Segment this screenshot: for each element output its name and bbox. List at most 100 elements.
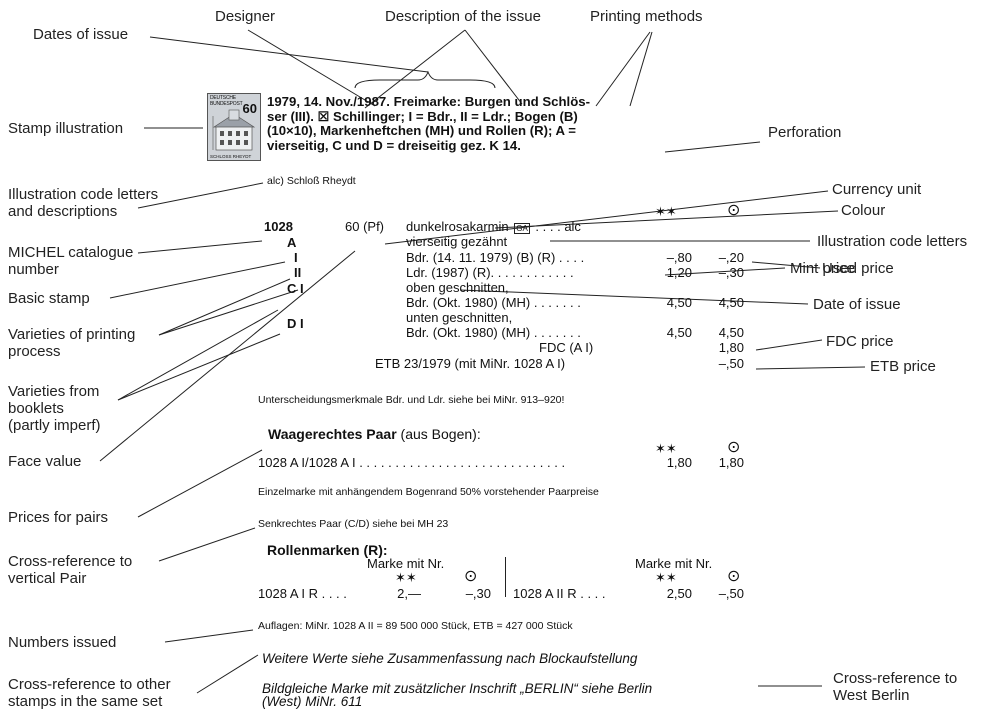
callout-colour: Colour xyxy=(841,202,885,219)
mint-symbol: ✶✶ xyxy=(655,571,677,585)
ga-badge: GA xyxy=(514,223,530,234)
coil-subhead-left: Marke mit Nr. xyxy=(367,557,444,571)
vertical-note: Senkrechtes Paar (C/D) siehe bei MH 23 xyxy=(258,518,448,530)
coil-subhead-right: Marke mit Nr. xyxy=(635,557,712,571)
callout-etb-price: ETB price xyxy=(870,358,936,375)
mint-symbol: ✶✶ xyxy=(655,205,677,219)
leader-fdc-price xyxy=(756,340,822,350)
fdc-label: FDC (A I) xyxy=(539,341,593,355)
leader-printing-2 xyxy=(630,32,652,106)
leader-varieties-booklets-1 xyxy=(118,310,278,400)
variety-ii: II xyxy=(294,266,301,280)
mint-price: 1,20 xyxy=(648,266,692,280)
coil-heading: Rollenmarken (R): xyxy=(267,543,388,557)
callout-face-value: Face value xyxy=(8,453,81,470)
date-brace xyxy=(355,72,495,88)
used-price: 4,50 xyxy=(700,296,744,310)
used-symbol: ⊙ xyxy=(727,570,740,584)
leader-etb-price xyxy=(756,367,865,369)
leader-varieties-booklets-2 xyxy=(118,334,280,400)
further-values: Weitere Werte siehe Zusammenfassung nach… xyxy=(262,652,637,666)
pair-note: Einzelmarke mit anhängendem Bogenrand 50… xyxy=(258,486,599,498)
used-price: –,30 xyxy=(700,266,744,280)
callout-designer: Designer xyxy=(215,8,275,25)
callout-prices-pairs: Prices for pairs xyxy=(8,509,108,526)
callout-cross-ref-west-berlin: Cross-reference to West Berlin xyxy=(833,670,957,704)
mint-price: –,80 xyxy=(648,251,692,265)
mint-symbol: ✶✶ xyxy=(655,442,677,456)
variety-ci: C I xyxy=(287,282,304,296)
castle-drawing xyxy=(210,108,258,152)
stamp-footer: SCHLOSS RHEYDT xyxy=(210,154,251,159)
callout-used-price: Used price xyxy=(822,260,894,277)
michel-number: 1028 xyxy=(264,220,293,234)
callout-date-of-issue: Date of issue xyxy=(813,296,901,313)
face-value: 60 (Pf) xyxy=(345,220,384,234)
callout-varieties-booklets: Varieties from booklets (partly imperf) xyxy=(8,383,101,434)
leader-varieties-printing-2 xyxy=(159,290,298,335)
leader-numbers-issued xyxy=(165,630,253,642)
callout-cross-ref-set: Cross-reference to other stamps in the s… xyxy=(8,676,171,710)
leader-prices-pairs xyxy=(138,450,262,517)
print-run: Auflagen: MiNr. 1028 A II = 89 500 000 S… xyxy=(258,620,573,632)
callout-stamp-illustration: Stamp illustration xyxy=(8,120,123,137)
mint-symbol: ✶✶ xyxy=(395,571,417,585)
distinction-note: Unterscheidungsmerkmale Bdr. und Ldr. si… xyxy=(258,394,564,406)
leader-dates-of-issue xyxy=(150,37,428,72)
price-row: Bdr. (Okt. 1980) (MH) . . . . . . . xyxy=(406,296,581,310)
callout-cross-ref-vertical: Cross-reference to vertical Pair xyxy=(8,553,132,587)
mint-price: 4,50 xyxy=(648,296,692,310)
coil-left-used: –,30 xyxy=(451,587,491,601)
pair-mint: 1,80 xyxy=(648,456,692,470)
used-symbol: ⊙ xyxy=(727,204,740,218)
entry-heading: 1979, 14. Nov./1987. Freimarke: Burgen u… xyxy=(267,95,590,153)
variety-i: I xyxy=(294,251,298,265)
price-row: Bdr. (14. 11. 1979) (B) (R) . . . . xyxy=(406,251,584,265)
leader-perforation xyxy=(665,142,760,152)
price-row: unten geschnitten, xyxy=(406,311,512,325)
used-symbol: ⊙ xyxy=(727,441,740,455)
etb-value: –,50 xyxy=(700,357,744,371)
illustration-desc: alc) Schloß Rheydt xyxy=(267,175,356,187)
callout-varieties-printing: Varieties of printing process xyxy=(8,326,135,360)
callout-illustration-letters: Illustration code letters xyxy=(817,233,967,250)
coil-right-mint: 2,50 xyxy=(648,587,692,601)
callout-currency-unit: Currency unit xyxy=(832,181,921,198)
mint-price: 4,50 xyxy=(648,326,692,340)
leader-printing-1 xyxy=(596,32,650,106)
coil-right-used: –,50 xyxy=(700,587,744,601)
stamp-illustration: DEUTSCHE BUNDESPOST 60 SCHLOSS RHEYDT xyxy=(207,93,261,161)
leader-cross-ref-set xyxy=(197,655,258,693)
leader-description-2 xyxy=(465,30,522,104)
perf-line: vierseitig gezähnt xyxy=(406,235,507,249)
etb-label: ETB 23/1979 (mit MiNr. 1028 A I) xyxy=(375,357,565,371)
coil-right-label: 1028 A II R . . . . xyxy=(513,587,606,601)
pair-heading: Waagerechtes Paar (aus Bogen): xyxy=(268,427,481,441)
callout-printing-methods: Printing methods xyxy=(590,8,703,25)
callout-perforation: Perforation xyxy=(768,124,841,141)
pair-used: 1,80 xyxy=(700,456,744,470)
callout-fdc-price: FDC price xyxy=(826,333,894,350)
coil-left-label: 1028 A I R . . . . xyxy=(258,587,347,601)
berlin-ref: Bildgleiche Marke mit zusätzlicher Insch… xyxy=(262,682,652,708)
callout-illustration-desc: Illustration code letters and descriptio… xyxy=(8,186,158,220)
used-symbol: ⊙ xyxy=(464,570,477,584)
coil-left-mint: 2,— xyxy=(381,587,421,601)
callout-basic-stamp: Basic stamp xyxy=(8,290,90,307)
price-row: oben geschnitten, xyxy=(406,281,509,295)
price-row: Ldr. (1987) (R). . . . . . . . . . . . xyxy=(406,266,574,280)
used-price: –,20 xyxy=(700,251,744,265)
variety-di: D I xyxy=(287,317,304,331)
leader-varieties-printing-1 xyxy=(159,279,290,335)
callout-michel-number: MICHEL catalogue number xyxy=(8,244,133,278)
leader-cross-ref-vertical xyxy=(159,528,255,561)
pair-row: 1028 A I/1028 A I . . . . . . . . . . . … xyxy=(258,456,565,470)
variety-a: A xyxy=(287,236,296,250)
fdc-value: 1,80 xyxy=(700,341,744,355)
coil-divider xyxy=(505,557,506,597)
price-row: Bdr. (Okt. 1980) (MH) . . . . . . . xyxy=(406,326,581,340)
callout-numbers-issued: Numbers issued xyxy=(8,634,116,651)
used-price: 4,50 xyxy=(700,326,744,340)
leader-michel-number xyxy=(138,241,262,253)
callout-description: Description of the issue xyxy=(385,8,541,25)
